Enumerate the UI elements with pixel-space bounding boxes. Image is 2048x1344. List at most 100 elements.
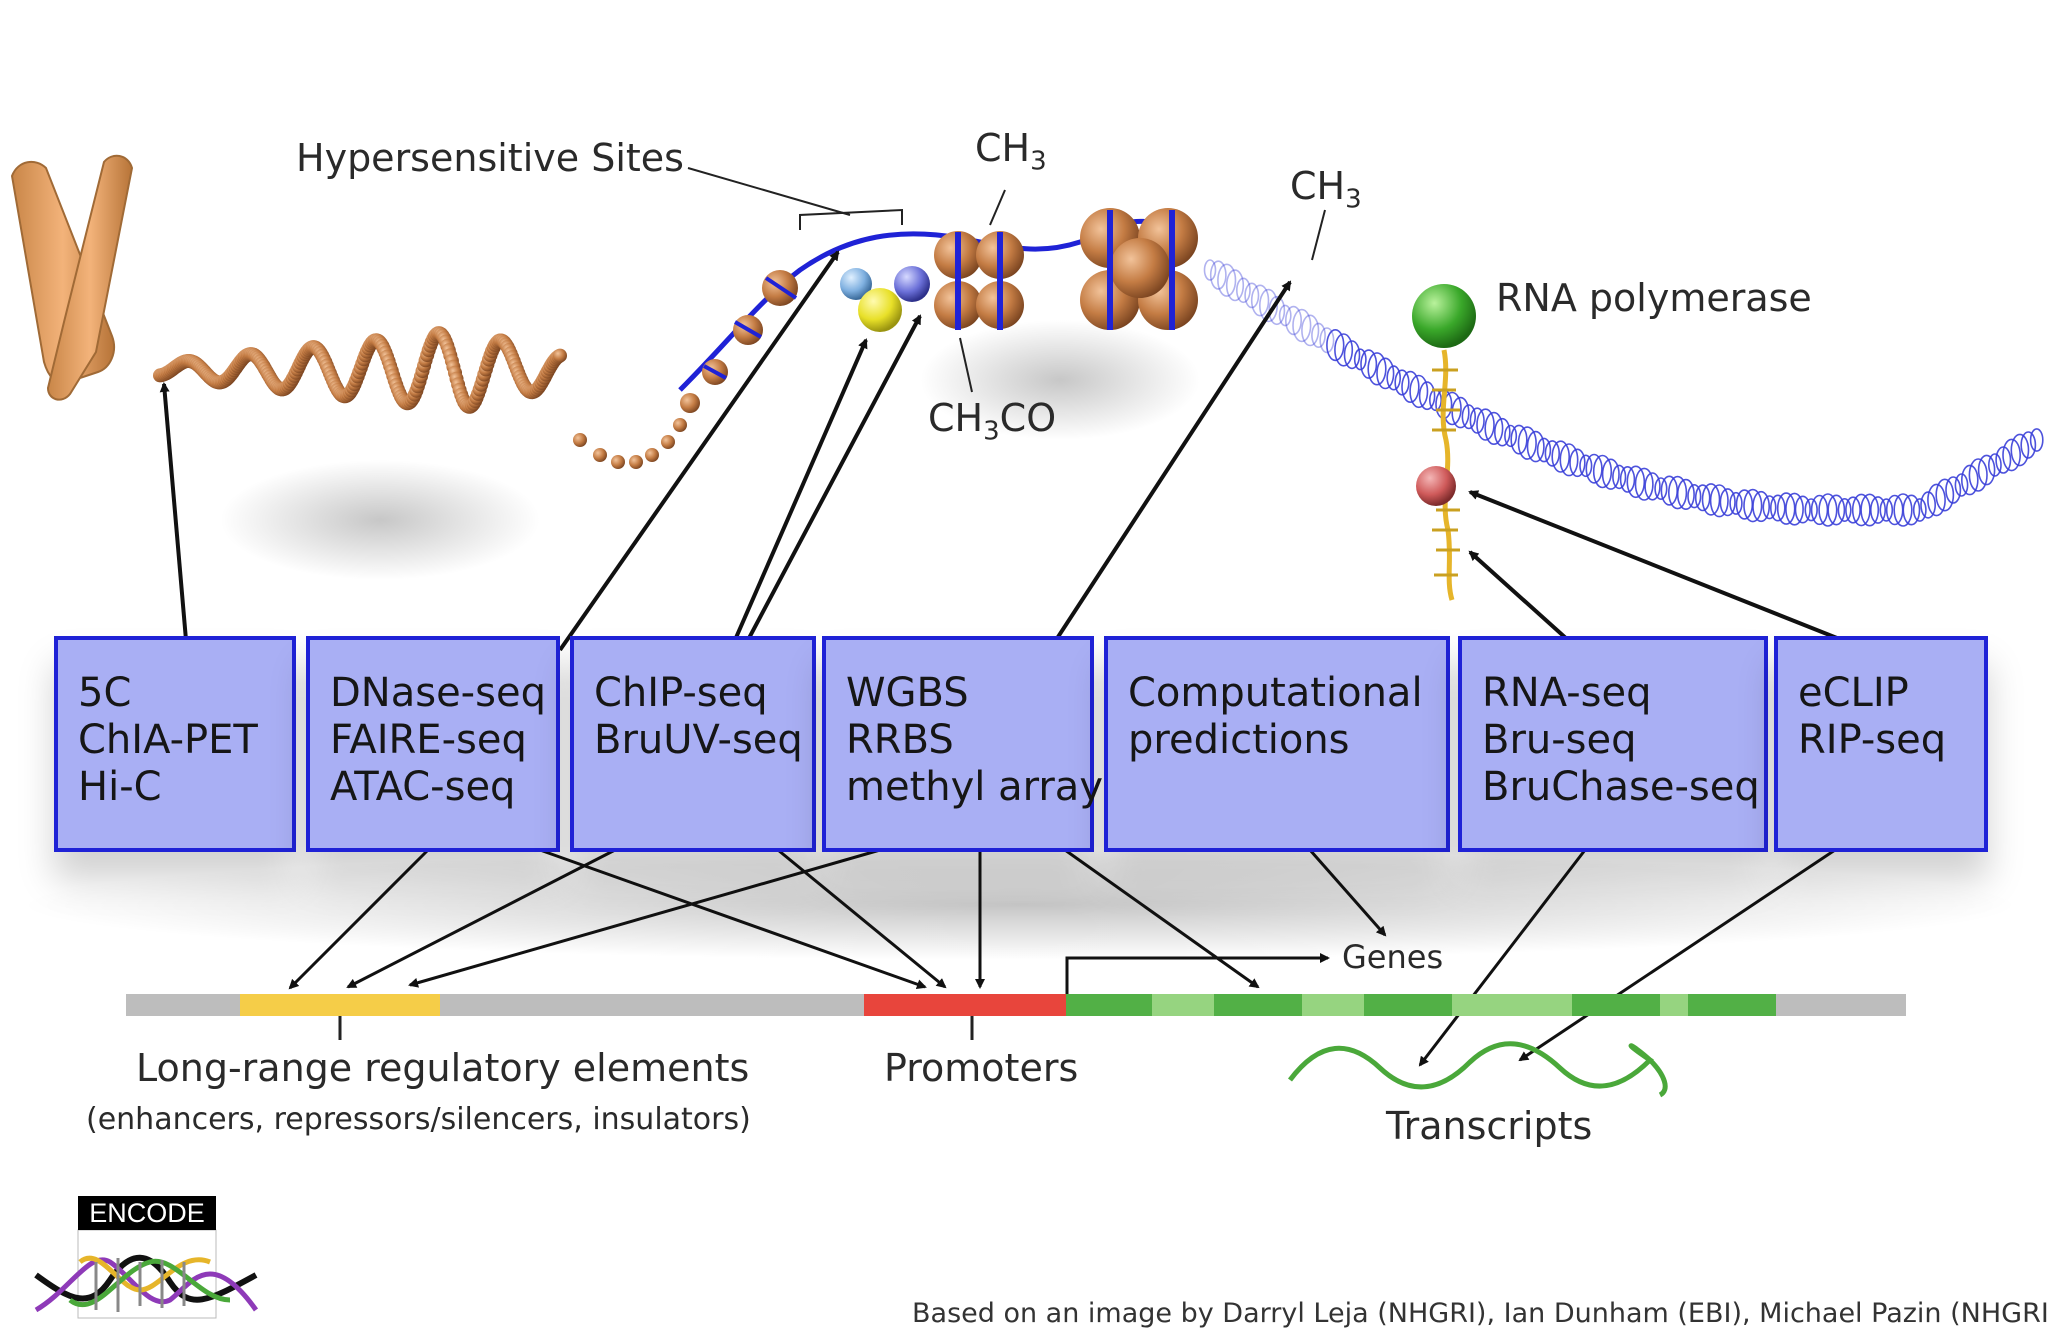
chromatin-bead xyxy=(573,433,587,447)
helix-turn xyxy=(1729,491,1743,515)
nucleosome-methylated xyxy=(1080,208,1198,330)
method-box-wgbs: WGBS RRBS methyl array xyxy=(822,636,1103,852)
helix-turn xyxy=(1526,430,1545,463)
helix-turn xyxy=(1209,260,1227,290)
helix-turn xyxy=(1752,490,1771,523)
chromatin-shadow xyxy=(220,460,540,580)
method-line: methyl array xyxy=(846,764,1103,810)
helix-turn xyxy=(1510,424,1528,455)
helix-turn xyxy=(1902,494,1921,526)
chromatin-bead xyxy=(629,455,643,469)
helix-turn xyxy=(1418,381,1436,411)
helix-turn xyxy=(1394,369,1410,396)
helix-turn xyxy=(1585,453,1603,484)
helix-turn xyxy=(1461,404,1477,430)
helix-turn xyxy=(1870,496,1887,524)
helix-turn xyxy=(1217,263,1237,297)
helix-turn xyxy=(1476,408,1495,441)
helix-turn xyxy=(1386,365,1401,391)
genome-bar xyxy=(126,994,1906,1016)
helix-turn xyxy=(1569,448,1586,478)
genes-tss-arrow xyxy=(1065,953,1330,1000)
acetyl-pre: CH xyxy=(928,396,984,440)
genes-label: Genes xyxy=(1342,938,1444,976)
ch3-leader-right xyxy=(1311,209,1326,261)
long-range-sublabel: (enhancers, repressors/silencers, insula… xyxy=(86,1102,751,1137)
chromatin-bead xyxy=(593,448,607,462)
method-line: ATAC-seq xyxy=(330,764,516,810)
method-line: ChIA-PET xyxy=(78,717,258,763)
helix-turn xyxy=(1244,282,1260,309)
method-box-eclip: eCLIP RIP-seq xyxy=(1774,636,1988,852)
method-line: Hi-C xyxy=(78,764,162,810)
method-line: DNase-seq xyxy=(330,670,546,716)
ch3-left-base: CH xyxy=(975,126,1031,170)
acetyl-post: CO xyxy=(999,396,1057,440)
method-line: Computational xyxy=(1128,670,1423,716)
methods-shadow xyxy=(20,850,2020,960)
helix-turn xyxy=(1278,304,1292,327)
helix-turn xyxy=(1785,492,1804,526)
helix-turn xyxy=(1818,493,1838,527)
chromatin-fiber xyxy=(153,326,687,469)
helix-turn xyxy=(1409,374,1429,409)
method-line: 5C xyxy=(78,670,132,716)
method-line: BruUV-seq xyxy=(594,717,803,763)
method-line: RNA-seq xyxy=(1482,670,1652,716)
method-box-dnase: DNase-seq FAIRE-seq ATAC-seq xyxy=(306,636,560,852)
helix-turn xyxy=(1694,484,1711,512)
helix-turn xyxy=(1968,458,1988,492)
rna-polymerase-label: RNA polymerase xyxy=(1496,276,1812,320)
helix-turn xyxy=(1804,498,1818,522)
method-line: WGBS xyxy=(846,670,969,716)
encode-logo-text: ENCODE xyxy=(78,1196,216,1230)
helix-turn xyxy=(1893,493,1913,527)
ch3-right-base: CH xyxy=(1290,164,1346,208)
gene-region xyxy=(1066,994,1776,1016)
chromatin-bead xyxy=(661,435,675,449)
chromatin-bead xyxy=(553,348,567,363)
helix-turn xyxy=(2020,431,2037,459)
helix-turn xyxy=(1676,478,1695,511)
helix-turn xyxy=(1494,417,1511,447)
promoters-label: Promoters xyxy=(884,1046,1079,1090)
helix-turn xyxy=(1743,488,1763,523)
helix-turn xyxy=(1517,426,1537,460)
helix-turn xyxy=(1579,454,1593,478)
helix-turn xyxy=(1504,424,1518,448)
ch3-label-left: CH3 xyxy=(975,126,1047,177)
helix-turn xyxy=(1851,493,1871,527)
method-box-rnaseq: RNA-seq Bru-seq BruChase-seq xyxy=(1458,636,1768,852)
helix-turn xyxy=(1250,284,1270,317)
helix-turn xyxy=(2029,428,2044,452)
acetyl-leader xyxy=(959,337,973,393)
acetyl-sub: 3 xyxy=(983,416,1000,447)
promoter-region xyxy=(864,994,1066,1016)
long-range-label: Long-range regulatory elements xyxy=(136,1046,750,1090)
helix-turn xyxy=(1935,478,1955,512)
helix-turn xyxy=(1376,357,1395,390)
dna-double-helix xyxy=(1203,259,2044,527)
ch3-left-sub: 3 xyxy=(1030,146,1047,177)
helix-turn xyxy=(1612,464,1627,490)
helix-turn xyxy=(1977,454,1996,486)
helix-turn xyxy=(1879,498,1894,522)
method-line: Bru-seq xyxy=(1482,717,1637,763)
hypersensitive-sites-label: Hypersensitive Sites xyxy=(296,136,684,180)
helix-turn xyxy=(2002,438,2022,472)
enhancer-region xyxy=(240,994,440,1016)
downward-arrows xyxy=(288,848,1836,1067)
method-line: FAIRE-seq xyxy=(330,717,527,763)
chromatin-bead xyxy=(611,455,625,469)
ch3-right-sub: 3 xyxy=(1345,184,1362,215)
helix-turn xyxy=(1343,340,1361,370)
helix-turn xyxy=(1719,488,1736,517)
helix-turn xyxy=(1544,440,1561,467)
helix-turn xyxy=(1701,483,1721,516)
method-line: ChIP-seq xyxy=(594,670,768,716)
helix-turn xyxy=(1634,467,1654,501)
method-box-5c: 5C ChIA-PET Hi-C xyxy=(54,636,296,852)
helix-turn xyxy=(1654,477,1668,501)
helix-turn xyxy=(1236,277,1251,304)
